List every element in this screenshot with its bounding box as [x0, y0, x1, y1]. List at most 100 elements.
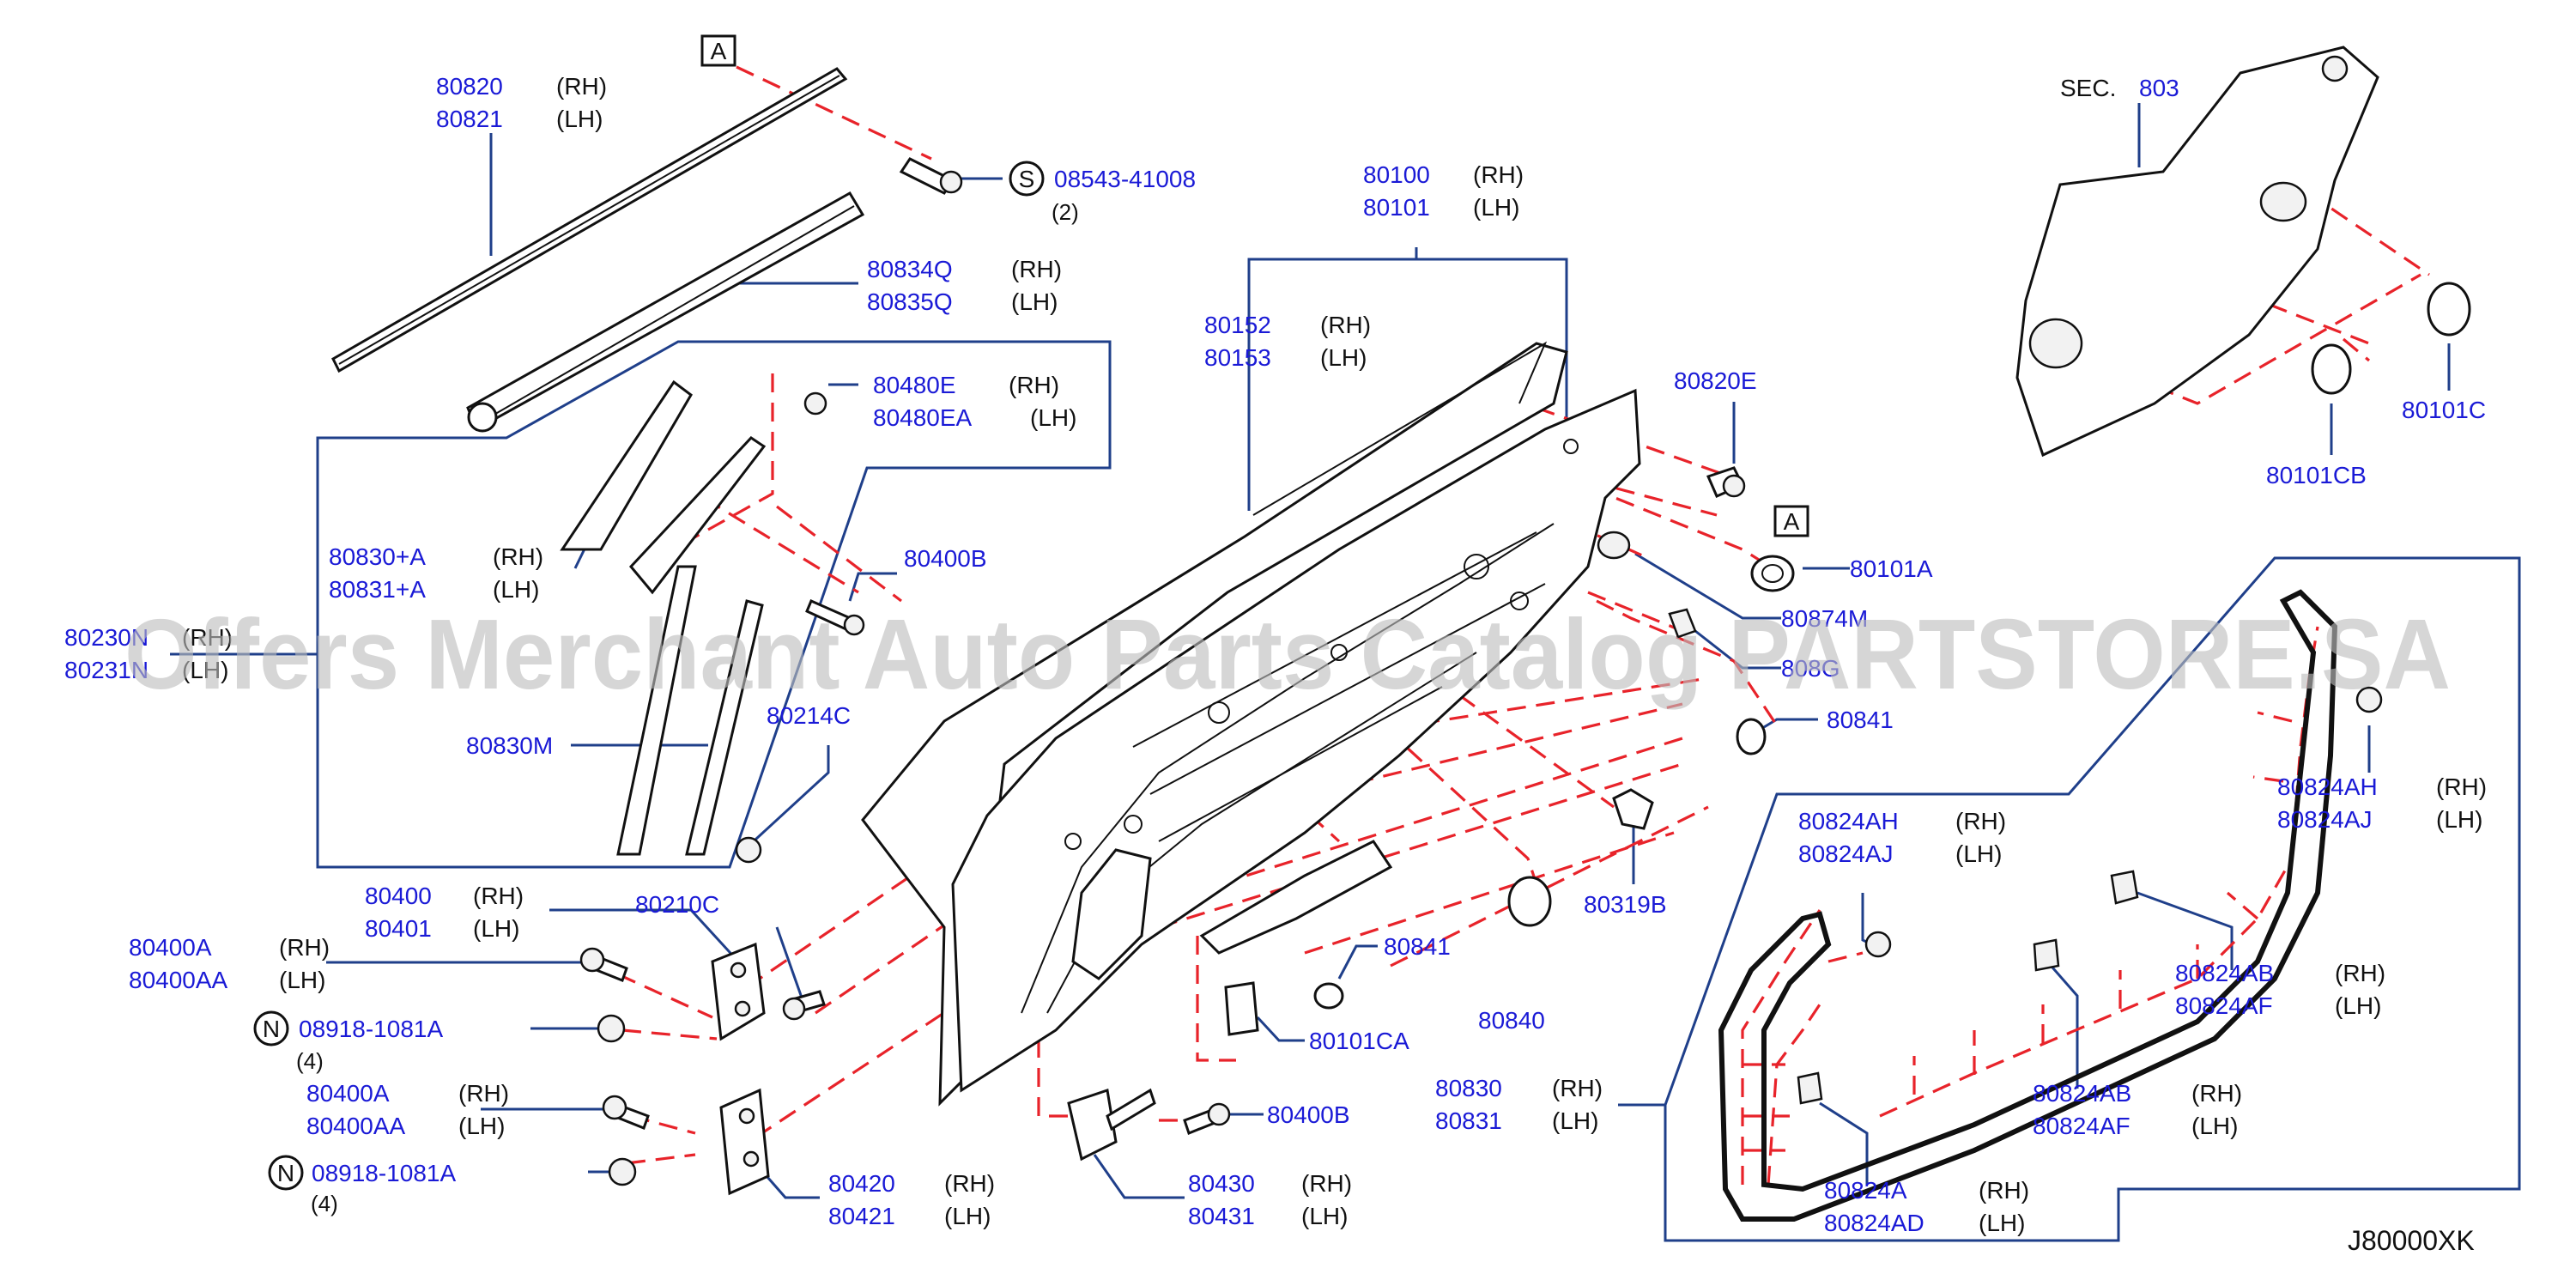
callout-80152-rh[interactable]: 80152 [1204, 312, 1271, 338]
callout-80400-lh[interactable]: 80401 [365, 915, 432, 942]
plug-80841-mid [1313, 982, 1344, 1010]
callout-80100-rh-side: (RH) [1473, 161, 1524, 188]
markers: A A S N N [253, 34, 1809, 1191]
callout-80480e-lh-side: (LH) [1030, 404, 1076, 431]
callout-80400b-top[interactable]: 80400B [904, 545, 987, 572]
callout-80834q-rh[interactable]: 80834Q [867, 256, 953, 282]
plug-80841-top [1736, 718, 1767, 755]
callout-80400a-bot-lh-side: (LH) [458, 1113, 505, 1139]
callout-80400a-top-rh-side: (RH) [279, 934, 330, 961]
callout-80834q-lh[interactable]: 80835Q [867, 288, 953, 315]
callout-80830-lh[interactable]: 80831 [1435, 1107, 1502, 1134]
panel-sec-803 [2015, 46, 2379, 458]
callout-80830-rh-side: (RH) [1552, 1075, 1603, 1101]
clip-80319b [1612, 788, 1654, 830]
callout-80830a-rh-side: (RH) [493, 543, 543, 570]
watermark-text: Offers Merchant Auto Parts Catalog PARTS… [124, 598, 2451, 710]
callout-808g[interactable]: 808G [1781, 655, 1840, 682]
callout-80400a-bot-rh[interactable]: 80400A [306, 1080, 390, 1107]
leader-lines [170, 103, 2521, 1242]
callout-80820-rh-side: (RH) [556, 73, 607, 100]
callout-80430-lh[interactable]: 80431 [1188, 1203, 1255, 1229]
callout-80400a-bot-lh[interactable]: 80400AA [306, 1113, 406, 1139]
marker-n-bot: N [277, 1160, 294, 1186]
callout-80100-lh[interactable]: 80101 [1363, 194, 1430, 221]
callout-80400-lh-side: (LH) [473, 915, 519, 942]
callout-80400-rh-side: (RH) [473, 883, 524, 909]
callout-08543[interactable]: 08543-41008 [1054, 166, 1196, 192]
callout-80820-rh[interactable]: 80820 [436, 73, 503, 100]
callout-80824a-lh[interactable]: 80824AD [1824, 1210, 1924, 1236]
callout-80101cb[interactable]: 80101CB [2266, 462, 2367, 488]
callout-80820-lh[interactable]: 80821 [436, 106, 503, 132]
callout-08918-bot[interactable]: 08918-1081A [312, 1160, 456, 1186]
callout-80430-lh-side: (LH) [1301, 1203, 1348, 1229]
callout-08918-top[interactable]: 08918-1081A [299, 1016, 443, 1042]
qty-08543: (2) [1052, 199, 1079, 225]
marker-n-top: N [263, 1016, 280, 1042]
screw-08543 [899, 157, 955, 195]
callout-80824ah-right-lh[interactable]: 80824AJ [2277, 806, 2373, 833]
callout-80824ab-lower-lh[interactable]: 80824AF [2033, 1113, 2131, 1139]
qty-08918-bot: (4) [311, 1191, 338, 1216]
callout-80830a-lh[interactable]: 80831+A [329, 576, 426, 603]
callout-80824ah-left-lh[interactable]: 80824AJ [1798, 840, 1894, 867]
callout-80824ab-upper-rh[interactable]: 80824AB [2175, 960, 2274, 986]
callout-80830a-lh-side: (LH) [493, 576, 539, 603]
callout-80830a-rh[interactable]: 80830+A [329, 543, 426, 570]
callout-80214c[interactable]: 80214C [767, 702, 851, 729]
callout-80830m[interactable]: 80830M [466, 732, 553, 759]
callout-80400b-bot[interactable]: 80400B [1267, 1101, 1350, 1128]
callout-80230n-rh[interactable]: 80230N [64, 624, 148, 651]
plug-80101c [2427, 282, 2471, 337]
callout-80874m[interactable]: 80874M [1781, 605, 1868, 632]
callout-80210c[interactable]: 80210C [635, 891, 719, 918]
callout-80840[interactable]: 80840 [1478, 1007, 1545, 1034]
callout-80820e[interactable]: 80820E [1674, 367, 1757, 394]
callout-80152-lh[interactable]: 80153 [1204, 344, 1271, 371]
callout-80830-rh[interactable]: 80830 [1435, 1075, 1502, 1101]
marker-a-mid: A [1784, 508, 1800, 535]
callout-80824ab-lower-lh-side: (LH) [2191, 1113, 2238, 1139]
callout-80824a-rh[interactable]: 80824A [1824, 1177, 1907, 1204]
callout-80319b[interactable]: 80319B [1584, 891, 1667, 918]
callout-80101a[interactable]: 80101A [1850, 555, 1933, 582]
callout-80152-rh-side: (RH) [1320, 312, 1371, 338]
callout-80824ah-left-rh-side: (RH) [1955, 808, 2006, 834]
callout-80101ca[interactable]: 80101CA [1309, 1028, 1409, 1054]
callout-80101c[interactable]: 80101C [2402, 397, 2486, 423]
callout-80152-lh-side: (LH) [1320, 344, 1367, 371]
callout-80824ab-lower-rh[interactable]: 80824AB [2033, 1080, 2131, 1107]
hinge-80400 [711, 942, 766, 1041]
plug-80840 [1507, 876, 1552, 927]
callout-80100-rh[interactable]: 80100 [1363, 161, 1430, 188]
callout-80824a-lh-side: (LH) [1979, 1210, 2025, 1236]
callout-80841-top[interactable]: 80841 [1827, 707, 1894, 733]
nut-08918-bot [608, 1157, 637, 1186]
callout-80824ab-upper-lh-side: (LH) [2335, 992, 2381, 1019]
callout-80400a-top-lh[interactable]: 80400AA [129, 967, 228, 993]
callout-80480e-lh[interactable]: 80480EA [873, 404, 973, 431]
clip-80824a [1797, 1071, 1823, 1105]
callout-80480e-rh[interactable]: 80480E [873, 372, 956, 398]
callout-80834q-lh-side: (LH) [1011, 288, 1058, 315]
callout-80824ah-right-rh[interactable]: 80824AH [2277, 774, 2378, 800]
qty-08918-top: (4) [296, 1048, 324, 1074]
hinge-80420 [719, 1088, 770, 1196]
callout-80824ab-upper-lh[interactable]: 80824AF [2175, 992, 2273, 1019]
callout-80230n-lh[interactable]: 80231N [64, 657, 148, 683]
callout-80430-rh-side: (RH) [1301, 1170, 1352, 1197]
marker-a-top: A [711, 38, 727, 64]
callout-80824ah-left-lh-side: (LH) [1955, 840, 2002, 867]
callout-80430-rh[interactable]: 80430 [1188, 1170, 1255, 1197]
callout-80420-lh[interactable]: 80421 [828, 1203, 895, 1229]
callout-80420-rh[interactable]: 80420 [828, 1170, 895, 1197]
section-ref-803[interactable]: 803 [2139, 75, 2179, 101]
callout-80400a-top-rh[interactable]: 80400A [129, 934, 212, 961]
callout-80841-mid[interactable]: 80841 [1384, 933, 1451, 960]
check-link-80430 [1067, 1089, 1118, 1162]
callout-80400-rh[interactable]: 80400 [365, 883, 432, 909]
callout-80400a-bot-rh-side: (RH) [458, 1080, 509, 1107]
callout-80824ah-left-rh[interactable]: 80824AH [1798, 808, 1899, 834]
grommet-80101a [1750, 555, 1795, 592]
